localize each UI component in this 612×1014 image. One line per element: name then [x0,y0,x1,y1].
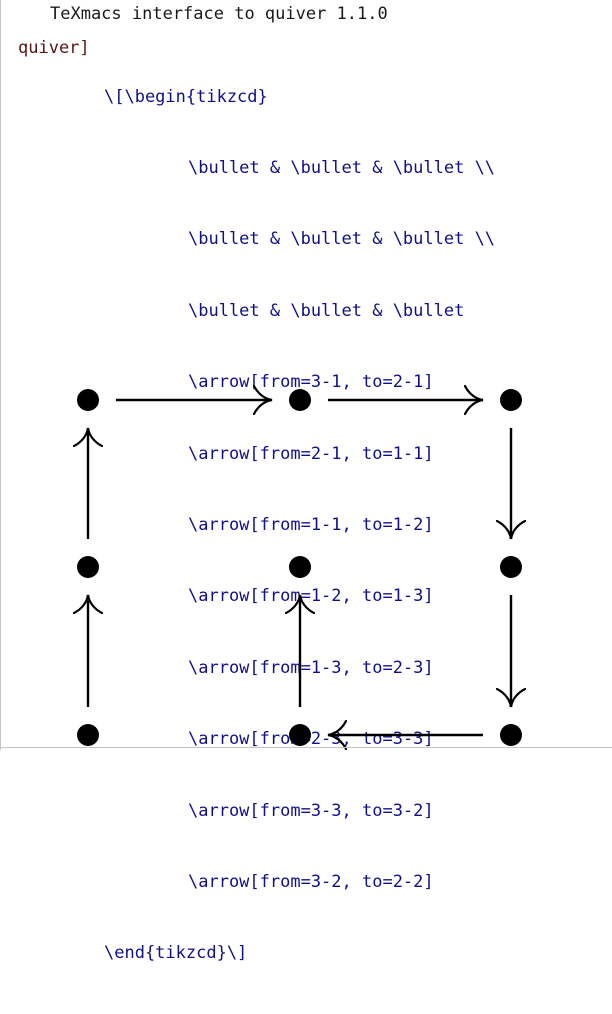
code-line: \arrow[from=2-1, to=1-1] [104,443,495,467]
code-line: \end{tikzcd}\] [104,942,495,966]
code-line: \arrow[from=1-3, to=2-3] [104,657,495,681]
code-line-text: \end{tikzcd}\] [104,943,248,964]
code-line: \bullet & \bullet & \bullet \\ [104,228,495,252]
code-line-text: \[\begin{tikzcd} [104,86,268,107]
code-line: \bullet & \bullet & \bullet [104,300,495,324]
code-line: \arrow[from=1-1, to=1-2] [104,514,495,538]
code-line-text: \arrow[from=1-3, to=2-3] [188,657,434,678]
code-line-text: \bullet & \bullet & \bullet \\ [188,229,496,250]
session-banner: TeXmacs interface to quiver 1.1.0 [50,4,388,24]
code-line-text: \bullet & \bullet & \bullet \\ [188,157,496,178]
commutative-diagram [0,360,612,750]
session-prompt: quiver] [18,38,90,58]
bullet-node-3-1 [77,724,99,746]
code-line: \bullet & \bullet & \bullet \\ [104,157,495,181]
bullet-node-2-2 [289,556,311,578]
code-line-text: \arrow[from=3-2, to=2-2] [188,871,434,892]
code-line: \arrow[from=3-2, to=2-2] [104,871,495,895]
code-line-text: \bullet & \bullet & \bullet [188,300,465,321]
left-border [0,0,1,750]
bullet-node-2-1 [77,556,99,578]
bullet-node-1-2 [289,389,311,411]
bullet-node-3-2 [289,724,311,746]
code-line-text: \arrow[from=1-1, to=1-2] [188,514,434,535]
bullet-node-3-3 [500,724,522,746]
code-line-text: \arrow[from=2-1, to=1-1] [188,443,434,464]
bottom-border [0,747,612,748]
code-line-text: \arrow[from=3-3, to=3-2] [188,800,434,821]
bullet-node-1-1 [77,389,99,411]
bullet-node-1-3 [500,389,522,411]
bullet-node-2-3 [500,556,522,578]
code-line: \arrow[from=3-1, to=2-1] [104,371,495,395]
code-line: \[\begin{tikzcd} [104,86,495,110]
code-line: \arrow[from=3-3, to=3-2] [104,800,495,824]
code-line-text: \arrow[from=3-1, to=2-1] [188,372,434,393]
